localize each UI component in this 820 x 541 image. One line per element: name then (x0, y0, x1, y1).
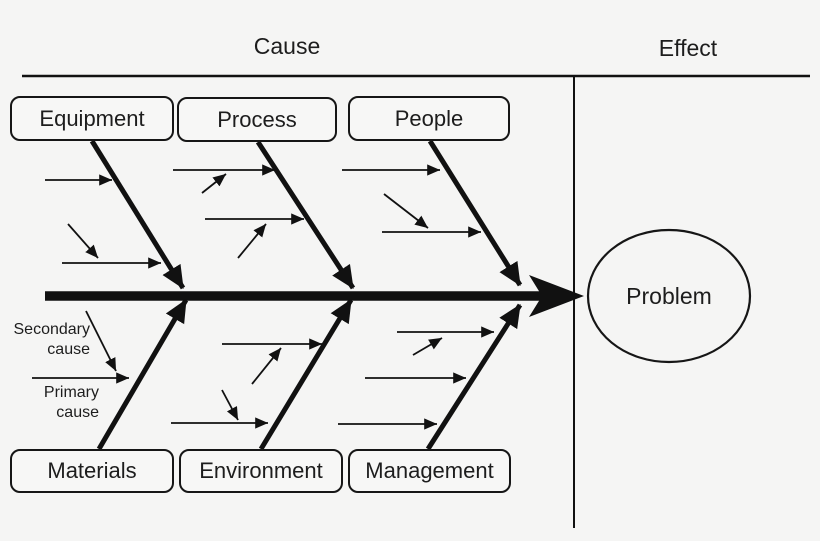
problem-ellipse (586, 228, 752, 364)
category-box-environment: Environment (179, 449, 343, 493)
category-box-people: People (348, 96, 510, 141)
people-bone (427, 139, 523, 287)
secondary-cause-arrow (251, 347, 282, 385)
process-bone (255, 140, 356, 290)
secondary-cause-arrow (412, 337, 443, 356)
equipment-sub-causes (45, 174, 162, 269)
spine-arrowhead (529, 275, 584, 317)
environment-sub-causes (171, 338, 323, 429)
category-label: Environment (199, 458, 323, 483)
category-box-management: Management (348, 449, 511, 493)
secondary-cause-arrow (67, 223, 99, 259)
secondary-cause-arrow (237, 223, 267, 259)
cause-header: Cause (253, 33, 321, 59)
effect-header: Effect (658, 35, 718, 61)
management-sub-causes (338, 326, 495, 430)
category-box-process: Process (177, 97, 337, 142)
secondary-cause-arrow (201, 173, 227, 194)
secondary-cause-arrow (85, 310, 117, 372)
category-label: Process (217, 106, 297, 132)
people-sub-causes (342, 164, 482, 238)
category-label: Materials (47, 458, 137, 483)
category-label: People (394, 105, 464, 131)
secondary-cause-note: Secondary cause (13, 321, 91, 358)
category-box-materials: Materials (10, 449, 174, 493)
materials-sub-causes (32, 310, 130, 384)
category-label: Equipment (39, 105, 145, 131)
secondary-cause-arrow (221, 389, 239, 421)
management-bone (425, 303, 523, 451)
process-sub-causes (173, 164, 305, 259)
equipment-bone (89, 139, 186, 290)
problem-label: Problem (626, 283, 712, 309)
category-label: Management (365, 458, 494, 483)
environment-bone (258, 298, 354, 451)
secondary-cause-arrow (383, 193, 429, 229)
primary-cause-note: Primary cause (43, 384, 99, 421)
materials-bone (96, 298, 189, 451)
category-box-equipment: Equipment (10, 96, 174, 141)
